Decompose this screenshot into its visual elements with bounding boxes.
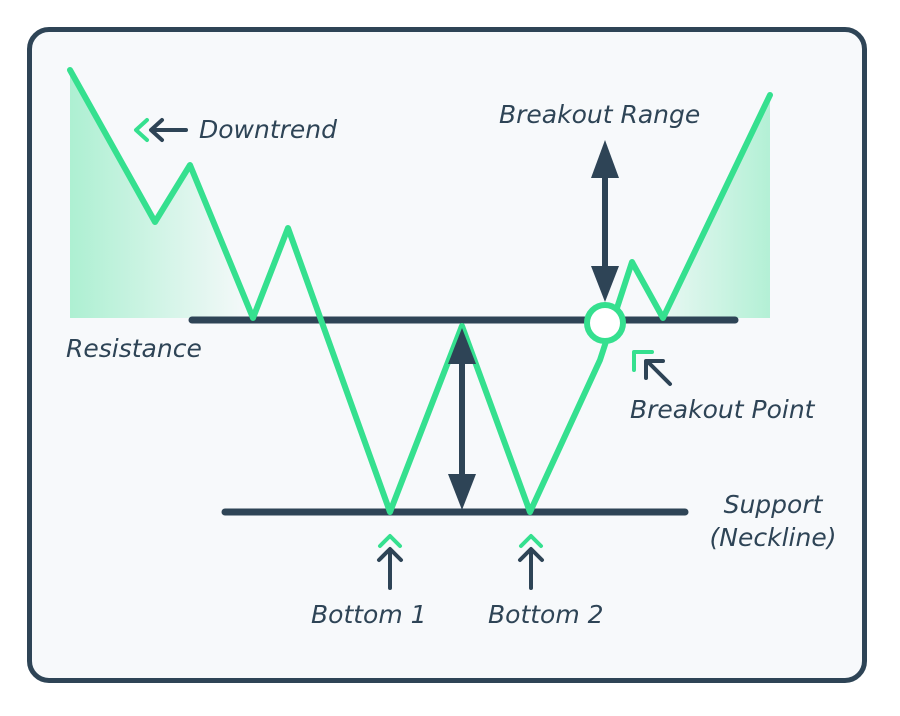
downtrend-shading [70, 70, 253, 318]
breakout-range-label: Breakout Range [499, 100, 701, 129]
bottom2-label: Bottom 2 [488, 600, 604, 629]
breakout-range-arrow [591, 140, 619, 302]
bottom1-arrow-icon [377, 534, 403, 590]
breakout-point-label: Breakout Point [630, 395, 815, 424]
downtrend-arrow-icon [134, 118, 188, 142]
pattern-height-arrow [448, 328, 476, 510]
resistance-label: Resistance [66, 334, 202, 363]
diagram-frame [27, 27, 867, 683]
uptrend-shading [632, 95, 770, 318]
price-line [67, 67, 773, 515]
downtrend-label: Downtrend [199, 115, 338, 144]
breakout-point-marker [584, 302, 626, 344]
bottom1-label: Bottom 1 [311, 600, 427, 629]
support-label-line2: (Neckline) [709, 523, 837, 552]
support-label: Support (Neckline) [688, 488, 858, 554]
breakout-point-arrow-icon [632, 350, 672, 386]
support-label-line1: Support [723, 490, 823, 519]
bottom2-arrow-icon [518, 534, 544, 590]
